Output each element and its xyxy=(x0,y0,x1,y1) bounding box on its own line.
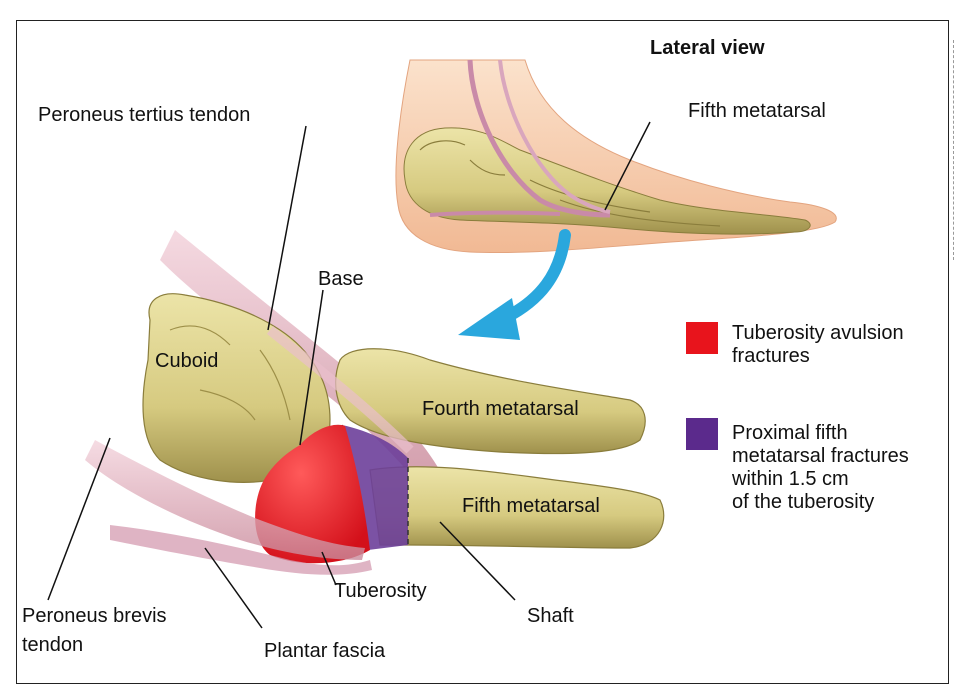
legend-text-line: fractures xyxy=(732,345,810,367)
legend-text-line: within 1.5 cm xyxy=(732,468,849,490)
leader-lines xyxy=(47,121,651,629)
legend-swatch-purple xyxy=(686,418,718,450)
plantar-fascia-shape xyxy=(110,525,372,575)
legend-swatch-red xyxy=(686,322,718,354)
legend-text-line: Tuberosity avulsion xyxy=(732,322,904,344)
legend-item-tuberosity: Tuberosity avulsion fractures xyxy=(732,322,904,368)
label-peroneus-brevis-line1: Peroneus brevis xyxy=(22,605,167,627)
legend-text-line: metatarsal fractures xyxy=(732,445,909,467)
label-base: Base xyxy=(318,268,364,290)
foot-tendon-front xyxy=(467,59,611,218)
label-plantar-fascia: Plantar fascia xyxy=(264,640,386,662)
peroneus-brevis-tendon-shape xyxy=(85,440,365,560)
legend-text-line: of the tuberosity xyxy=(732,491,875,513)
foot-bones xyxy=(403,127,811,235)
closeup-illustration xyxy=(85,230,665,575)
fifth-metatarsal-shaft xyxy=(369,466,665,549)
foot-tendon-rear xyxy=(498,59,611,214)
label-fifth-metatarsal-top: Fifth metatarsal xyxy=(688,100,826,122)
label-tuberosity: Tuberosity xyxy=(334,580,427,602)
label-peroneus-brevis-line2: tendon xyxy=(22,634,84,656)
label-fourth-metatarsal: Fourth metatarsal xyxy=(422,398,579,420)
lateral-foot-inset xyxy=(395,59,837,254)
label-fifth-metatarsal: Fifth metatarsal xyxy=(462,495,600,517)
tuberosity-fracture-zone xyxy=(255,424,370,564)
zoom-arrow xyxy=(458,229,571,340)
proximal-fracture-zone xyxy=(342,425,408,550)
view-title: Lateral view xyxy=(650,37,765,59)
label-peroneus-tertius: Peroneus tertius tendon xyxy=(38,104,251,126)
legend-item-proximal: Proximal fifth metatarsal fractures with… xyxy=(732,422,909,514)
fourth-metatarsal-bone xyxy=(335,348,646,455)
label-shaft: Shaft xyxy=(527,605,574,627)
page-edge-divider xyxy=(953,40,954,260)
label-cuboid: Cuboid xyxy=(155,350,219,372)
legend-text-line: Proximal fifth xyxy=(732,422,848,444)
